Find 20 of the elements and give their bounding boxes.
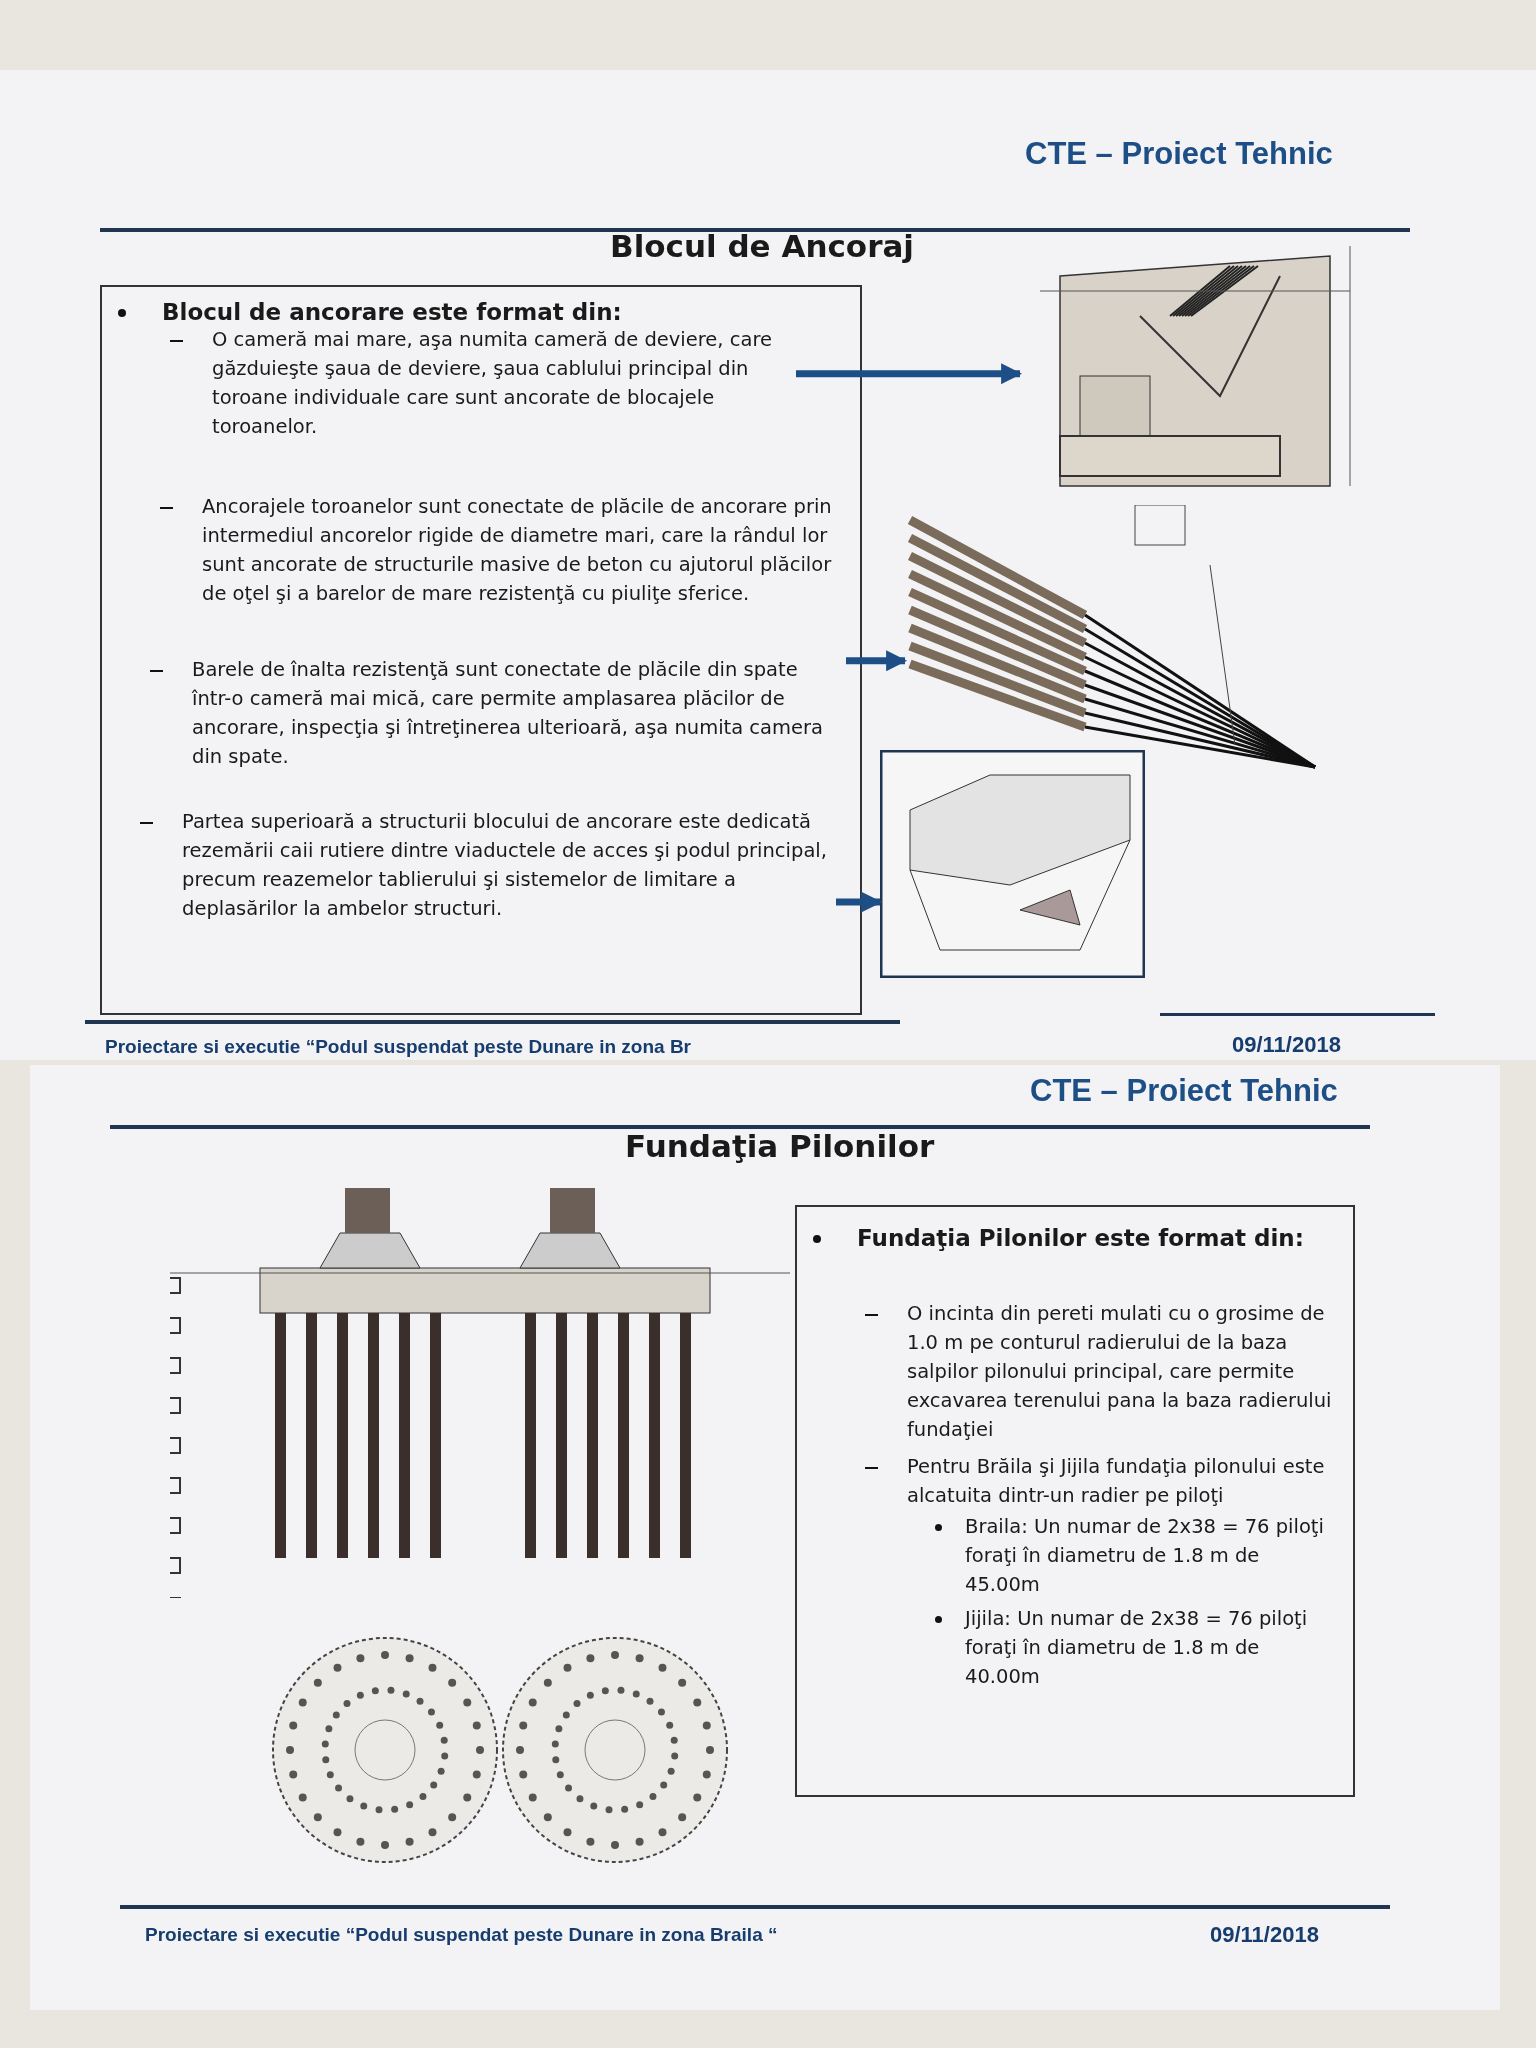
slide-title: Fundaţia Pilonilor bbox=[625, 1128, 935, 1164]
header-text: CTE – Proiect Tehnic bbox=[1025, 136, 1333, 172]
bullet-text: Barele de înalta rezistenţă sunt conectate de plăcile din spate într-o cameră mai mică, care permite amplasarea plăcilor de ancorare, inspecţia şi întreţinerea ulterioară, aşa numita camera din spate. bbox=[192, 655, 842, 771]
footer-text: Proiectare si executie “Podul suspendat peste Dunare in zona Braila “ bbox=[145, 1924, 778, 1946]
date-text: 09/11/2018 bbox=[1232, 1032, 1341, 1058]
footer-text: Proiectare si executie “Podul suspendat peste Dunare in zona Br bbox=[105, 1036, 691, 1058]
slide-title: Blocul de Ancoraj bbox=[610, 228, 914, 264]
heading-text: Fundaţia Pilonilor este format din: bbox=[857, 1224, 1305, 1253]
bullet-text: O incinta din pereti mulati cu o grosime de 1.0 m pe conturul radierului de la baza salpilor pilonului principal, care permite excavarea terenului pana la baza radierului fundaţiei bbox=[907, 1299, 1337, 1444]
bullet-text: Braila: Un numar de 2x38 = 76 piloţi foraţi în diametru de 1.8 m de 45.00m bbox=[965, 1512, 1335, 1599]
bullet-text: Partea superioară a structurii blocului de ancorare este dedicată rezemării caii rutiere dintre viaductele de acces şi podul principal, precum reazemelor tablierului şi sistemelor de limitare a deplasărilor la ambelor structuri. bbox=[182, 807, 832, 923]
text-panel bbox=[100, 285, 862, 1015]
bullet-text: Jijila: Un numar de 2x38 = 76 piloţi foraţi în diametru de 1.8 m de 40.00m bbox=[965, 1604, 1335, 1691]
text-panel bbox=[795, 1205, 1355, 1797]
header-text: CTE – Proiect Tehnic bbox=[1030, 1073, 1338, 1109]
bullet-text: O cameră mai mare, aşa numita cameră de deviere, care găzduieşte şaua de deviere, şaua cablului principal din toroane individuale care sunt ancorate de blocajele toroanelor. bbox=[212, 325, 792, 441]
date-text: 09/11/2018 bbox=[1210, 1922, 1319, 1948]
bullet-text: Ancorajele toroanelor sunt conectate de plăcile de ancorare prin intermediul ancorelor rigide de diametre mari, care la rândul lor sunt ancorate de structurile masive de beton cu ajutorul plăcilor de oţel şi a barelor de mare rezistenţă cu piuliţe sferice. bbox=[202, 492, 842, 608]
heading-text: Blocul de ancorare este format din: bbox=[162, 298, 623, 327]
bullet-text: Pentru Brăila şi Jijila fundaţia pilonului este alcatuita dintr-un radier pe piloţi bbox=[907, 1452, 1337, 1510]
